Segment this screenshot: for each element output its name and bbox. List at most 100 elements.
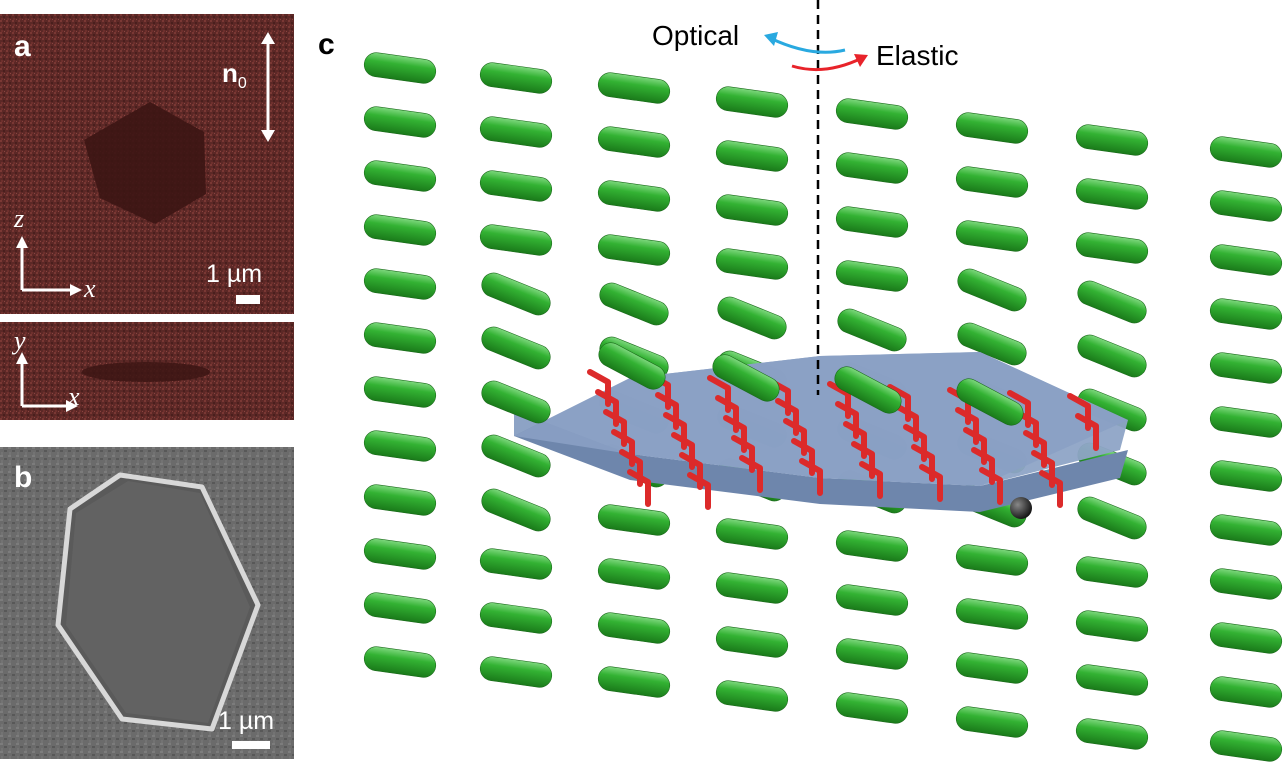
lc-molecule-rod-98 <box>834 366 902 414</box>
axis-label-x-2: x <box>68 382 80 411</box>
scale-bar-a <box>236 295 260 304</box>
lc-molecule-rod-25 <box>597 126 671 158</box>
lc-molecule-rod-35 <box>597 666 671 698</box>
surface-ligand-46 <box>687 472 711 510</box>
lc-molecule-rod-16 <box>481 272 551 316</box>
axis-label-z: z <box>14 204 25 233</box>
lc-molecule-rod-33 <box>597 558 671 590</box>
platelet-side-dark <box>82 362 210 382</box>
lc-molecule-rod-91 <box>1209 514 1283 546</box>
lc-molecule-rod-22 <box>479 602 553 634</box>
optical-torque-arrow-icon <box>769 36 846 54</box>
axes-xz-icon <box>16 236 82 296</box>
lc-molecule-rod-4 <box>363 268 437 300</box>
lc-molecule-rod-71 <box>955 706 1029 738</box>
lc-molecule-rod-17 <box>481 326 551 370</box>
lc-molecule-rod-56 <box>835 530 909 562</box>
lc-molecule-rod-63 <box>957 268 1027 312</box>
lc-molecule-rod-36 <box>715 86 789 118</box>
axis-label-y: y <box>14 326 26 355</box>
surface-ligands <box>587 369 1099 510</box>
lc-molecule-rod-69 <box>955 598 1029 630</box>
lc-molecule-rod-72 <box>1075 124 1149 156</box>
lc-molecule-rod-1 <box>363 106 437 138</box>
surface-ligand-40 <box>859 461 883 499</box>
lc-molecule-rod-24 <box>597 72 671 104</box>
scale-bar-label-b: 1 µm <box>218 707 275 735</box>
lc-molecule-rod-58 <box>835 638 909 670</box>
lc-molecule-rod-2 <box>363 160 437 192</box>
lc-molecule-rod-40 <box>717 296 787 340</box>
lc-molecule-rod-49 <box>835 152 909 184</box>
lc-molecule-rod-64 <box>957 322 1027 366</box>
lc-molecule-rod-84 <box>1209 136 1283 168</box>
panel-label-b: b <box>14 461 33 494</box>
optical-label: Optical <box>652 20 739 51</box>
lc-molecule-rod-14 <box>479 170 553 202</box>
lc-molecule-rod-82 <box>1075 664 1149 696</box>
panel-b-sem-image: b 1 µm <box>0 447 294 759</box>
lc-molecule-rod-73 <box>1075 178 1149 210</box>
lc-molecule-rod-12 <box>479 62 553 94</box>
lc-molecule-rod-57 <box>835 584 909 616</box>
lc-molecule-rod-76 <box>1077 334 1147 378</box>
axis-label-x: x <box>84 274 96 303</box>
lc-molecule-rod-50 <box>835 206 909 238</box>
lc-molecule-rod-0 <box>363 52 437 84</box>
elastic-torque-arrow-icon <box>791 56 863 72</box>
lc-molecule-rod-8 <box>363 484 437 516</box>
lc-molecule-rod-81 <box>1075 610 1149 642</box>
lc-molecule-rod-27 <box>597 234 671 266</box>
lc-molecule-rod-18 <box>481 380 551 424</box>
lc-molecule-rod-51 <box>835 260 909 292</box>
scale-bar-b <box>232 741 270 749</box>
lc-molecule-rod-93 <box>1209 622 1283 654</box>
schematic-svg: Optical Elastic c <box>318 0 1283 762</box>
lc-molecule-rod-97 <box>712 354 780 402</box>
lc-molecule-rod-87 <box>1209 298 1283 330</box>
lc-molecule-rod-74 <box>1075 232 1149 264</box>
lc-molecule-rod-39 <box>715 248 789 280</box>
lc-molecule-rod-60 <box>955 112 1029 144</box>
lc-molecule-rod-44 <box>715 518 789 550</box>
micrograph-xz <box>0 14 294 314</box>
scale-bar-label-a: 1 µm <box>206 260 263 288</box>
lc-molecule-rod-37 <box>715 140 789 172</box>
director-n0-label: n0 <box>222 58 247 93</box>
lc-molecule-rod-48 <box>835 98 909 130</box>
lc-molecule-rod-34 <box>597 612 671 644</box>
lc-molecule-rod-20 <box>481 488 551 532</box>
elastic-label: Elastic <box>876 40 958 71</box>
surface-ligand-43 <box>1039 470 1063 508</box>
lc-molecule-rod-5 <box>363 322 437 354</box>
surface-ligand-42 <box>979 467 1003 505</box>
lc-molecule-rod-86 <box>1209 244 1283 276</box>
panel-label-a: a <box>14 30 31 63</box>
lc-molecule-rod-52 <box>837 308 907 352</box>
lc-molecule-rod-70 <box>955 652 1029 684</box>
lc-molecule-rod-80 <box>1075 556 1149 588</box>
lc-molecule-rod-11 <box>363 646 437 678</box>
surface-ligand-39 <box>799 458 823 496</box>
lc-molecule-rod-3 <box>363 214 437 246</box>
lc-molecule-rod-23 <box>479 656 553 688</box>
surface-ligand-45 <box>627 469 651 507</box>
platelet-side-face <box>514 410 1128 512</box>
panel-a-xz-image: a n0 z x 1 µm <box>0 14 294 314</box>
surface-ligand-38 <box>739 455 763 493</box>
axes-xy-icon <box>16 352 78 412</box>
lc-molecule-rod-28 <box>599 282 669 326</box>
lc-molecule-rod-6 <box>363 376 437 408</box>
lc-molecule-rod-99 <box>956 378 1024 426</box>
tracer-particle <box>1010 497 1032 519</box>
sem-micrograph <box>0 447 294 759</box>
lc-molecule-rod-13 <box>479 116 553 148</box>
lc-molecule-rod-92 <box>1209 568 1283 600</box>
lc-molecule-rod-47 <box>715 680 789 712</box>
lc-molecule-rod-85 <box>1209 190 1283 222</box>
surface-ligand-41 <box>919 464 943 502</box>
lc-molecule-rod-62 <box>955 220 1029 252</box>
lc-molecule-rod-21 <box>479 548 553 580</box>
lc-molecule-rod-46 <box>715 626 789 658</box>
lc-molecule-rod-38 <box>715 194 789 226</box>
